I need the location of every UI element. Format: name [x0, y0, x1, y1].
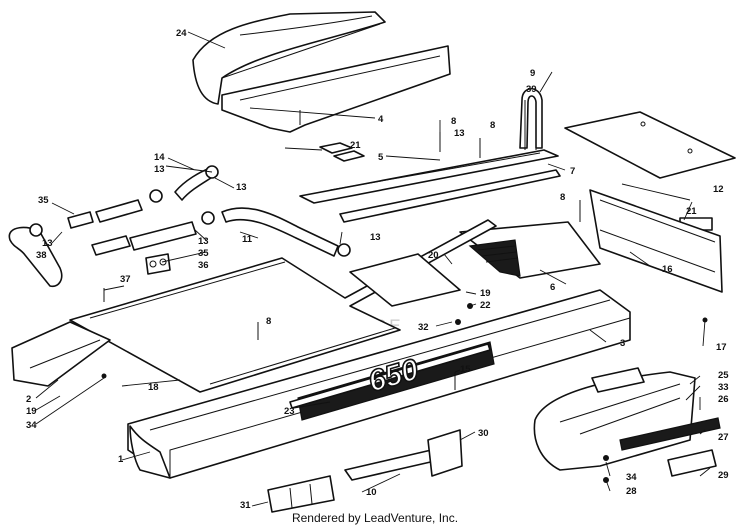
callout-26: 26: [718, 394, 729, 405]
part-38-curved-hose: [8, 223, 63, 288]
callout-36: 36: [198, 260, 209, 271]
part-12-rear-plate: [564, 111, 736, 179]
part-25-nose-cover: [533, 367, 696, 471]
callout-17: 17: [716, 342, 727, 353]
callout-33: 33: [718, 382, 729, 393]
callout-39: 39: [526, 84, 537, 95]
callout-5: 5: [378, 152, 384, 163]
callout-6: 6: [550, 282, 555, 293]
part-14-hose: [149, 165, 219, 203]
callout-15: 15: [460, 364, 471, 375]
callout-8-d: 8: [266, 316, 271, 327]
callout-13-d: 13: [42, 238, 53, 249]
callout-3: 3: [620, 338, 625, 349]
callout-8-c: 8: [560, 192, 565, 203]
callout-34-b: 34: [626, 472, 637, 483]
callout-13-f: 13: [370, 232, 381, 243]
callout-21-b: 21: [686, 206, 697, 217]
part-5-7-mount-rails: [299, 149, 561, 223]
credit-text: Rendered by LeadVenture, Inc.: [291, 511, 459, 525]
callout-34-a: 34: [26, 420, 37, 431]
callout-4: 4: [378, 114, 384, 125]
callout-16: 16: [662, 264, 673, 275]
callout-27: 27: [718, 432, 729, 443]
callout-32: 32: [418, 322, 429, 333]
callout-29: 29: [718, 470, 729, 481]
callout-numbers: 24 4 9 39 8 13 8 21 5 7 12 14 13 13 35 1…: [26, 28, 729, 511]
part-35-36-tubes: [67, 199, 197, 275]
part-16-right-rail: [589, 189, 723, 293]
callout-7: 7: [570, 166, 575, 177]
callout-9: 9: [530, 68, 535, 79]
part-2-side-rail: [11, 321, 111, 387]
callout-13-b: 13: [154, 164, 165, 175]
callout-28: 28: [626, 486, 637, 497]
callout-31: 31: [240, 500, 251, 511]
part-9-grab-handle: [519, 87, 543, 150]
callout-22: 22: [480, 300, 491, 311]
callout-13-c: 13: [236, 182, 247, 193]
callout-20: 20: [428, 250, 439, 261]
callout-13-e: 13: [198, 236, 209, 247]
callout-10: 10: [366, 487, 377, 498]
part-10-30-31-brackets: [267, 429, 463, 513]
callout-38: 38: [36, 250, 47, 261]
part-26-27-strips: [619, 417, 721, 477]
callout-25: 25: [718, 370, 729, 381]
part-20-bracket: [349, 253, 461, 307]
callout-18: 18: [148, 382, 159, 393]
part-18-floor-tray: [69, 219, 497, 393]
callout-8-a: 8: [451, 116, 456, 127]
callout-8-b: 8: [490, 120, 495, 131]
callout-19-b: 19: [26, 406, 37, 417]
fasteners: [101, 132, 708, 483]
callout-1: 1: [118, 454, 124, 465]
part-24-console-cover: [192, 11, 386, 105]
callout-19-a: 19: [480, 288, 491, 299]
callout-14: 14: [154, 152, 165, 163]
part-11-hose: [201, 207, 351, 257]
callout-24: 24: [176, 28, 187, 39]
leader-lines: [35, 31, 711, 507]
callout-2: 2: [26, 394, 31, 405]
callout-30: 30: [478, 428, 489, 439]
callout-21-a: 21: [350, 140, 361, 151]
callout-12: 12: [713, 184, 724, 195]
callout-35-a: 35: [38, 195, 49, 206]
part-6-tray: [459, 221, 601, 279]
callout-11: 11: [242, 234, 253, 245]
part-23-emblem: 650: [289, 341, 495, 421]
callout-35-b: 35: [198, 248, 209, 259]
callout-23: 23: [284, 406, 295, 417]
callout-13-a: 13: [454, 128, 465, 139]
callout-37: 37: [120, 274, 131, 285]
